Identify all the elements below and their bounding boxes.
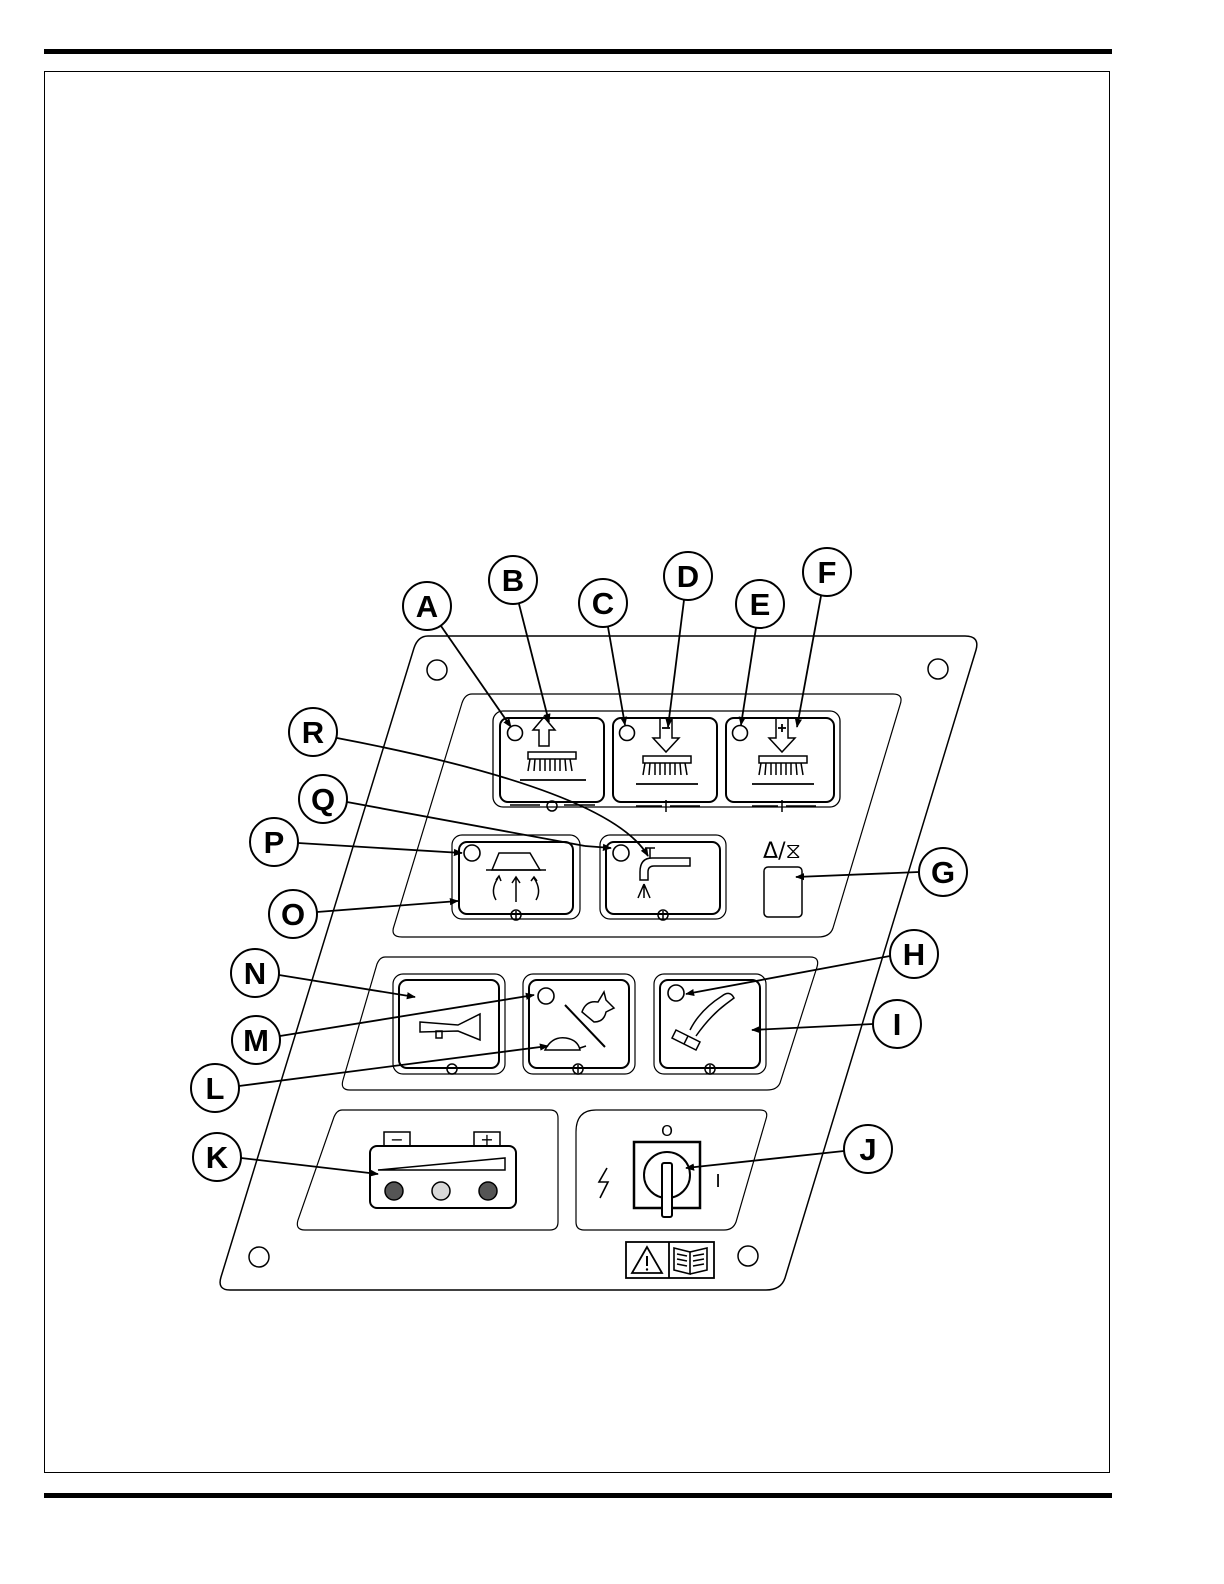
callout-N: N xyxy=(231,949,415,997)
svg-text:E: E xyxy=(750,587,771,622)
svg-text:D: D xyxy=(677,559,699,594)
callout-O: O xyxy=(269,890,458,938)
svg-text:M: M xyxy=(243,1023,269,1058)
callout-C: C xyxy=(579,579,627,725)
hour-meter: Δ/⧖ xyxy=(763,839,802,917)
speed-led xyxy=(538,988,554,1004)
brush-normal-led xyxy=(620,726,635,741)
hour-meter-symbol: Δ/⧖ xyxy=(763,839,801,864)
svg-text:L: L xyxy=(206,1071,225,1106)
solution-led xyxy=(613,845,629,861)
svg-text:O: O xyxy=(281,897,305,932)
battery-lamp-full xyxy=(479,1182,497,1200)
callout-K: K xyxy=(193,1133,378,1181)
svg-text:C: C xyxy=(592,586,614,621)
vacuum-fan-led xyxy=(464,845,480,861)
svg-text:F: F xyxy=(818,555,837,590)
callout-E: E xyxy=(736,580,784,725)
brush-down-normal-button[interactable] xyxy=(613,718,717,802)
mount-hole-top-left xyxy=(427,660,447,680)
svg-text:R: R xyxy=(302,715,324,750)
svg-text:I: I xyxy=(893,1007,902,1042)
callout-I: I xyxy=(752,1000,921,1048)
svg-text:K: K xyxy=(206,1140,229,1175)
callout-F: F xyxy=(797,548,851,727)
battery-lamp-mid xyxy=(432,1182,450,1200)
svg-text:G: G xyxy=(931,855,955,890)
brush-extra-led xyxy=(733,726,748,741)
battery-indicator: − + xyxy=(370,1130,516,1208)
callout-J: J xyxy=(686,1125,892,1173)
brush-up-button[interactable] xyxy=(500,717,604,802)
speed-button[interactable] xyxy=(523,974,635,1074)
battery-lamp-low xyxy=(385,1182,403,1200)
safety-labels xyxy=(626,1242,714,1278)
brush-down-extra-button[interactable] xyxy=(726,718,834,802)
callout-P: P xyxy=(250,818,462,866)
key-off-mark: O xyxy=(661,1122,673,1140)
key-handle xyxy=(662,1163,672,1217)
callout-B: B xyxy=(489,556,549,722)
brush-up-led xyxy=(508,726,523,741)
svg-text:Q: Q xyxy=(311,782,335,817)
svg-text:B: B xyxy=(502,563,524,598)
svg-text:A: A xyxy=(416,589,438,624)
mount-hole-bottom-right xyxy=(738,1246,758,1266)
solution-button[interactable] xyxy=(600,835,726,920)
mount-hole-top-right xyxy=(928,659,948,679)
hour-meter-display xyxy=(764,867,802,917)
callout-G: G xyxy=(796,848,967,896)
svg-text:P: P xyxy=(264,825,285,860)
svg-text:H: H xyxy=(903,937,925,972)
key-on-mark: I xyxy=(715,1171,720,1192)
mount-hole-bottom-left xyxy=(249,1247,269,1267)
svg-text:N: N xyxy=(244,956,266,991)
callout-D: D xyxy=(664,552,712,727)
key-switch[interactable]: O I xyxy=(599,1122,721,1217)
svg-text:J: J xyxy=(859,1132,876,1167)
power-bolt-icon xyxy=(599,1168,608,1198)
squeegee-led xyxy=(668,985,684,1001)
vacuum-fan-button[interactable] xyxy=(452,835,580,920)
callout-A: A xyxy=(403,582,511,727)
